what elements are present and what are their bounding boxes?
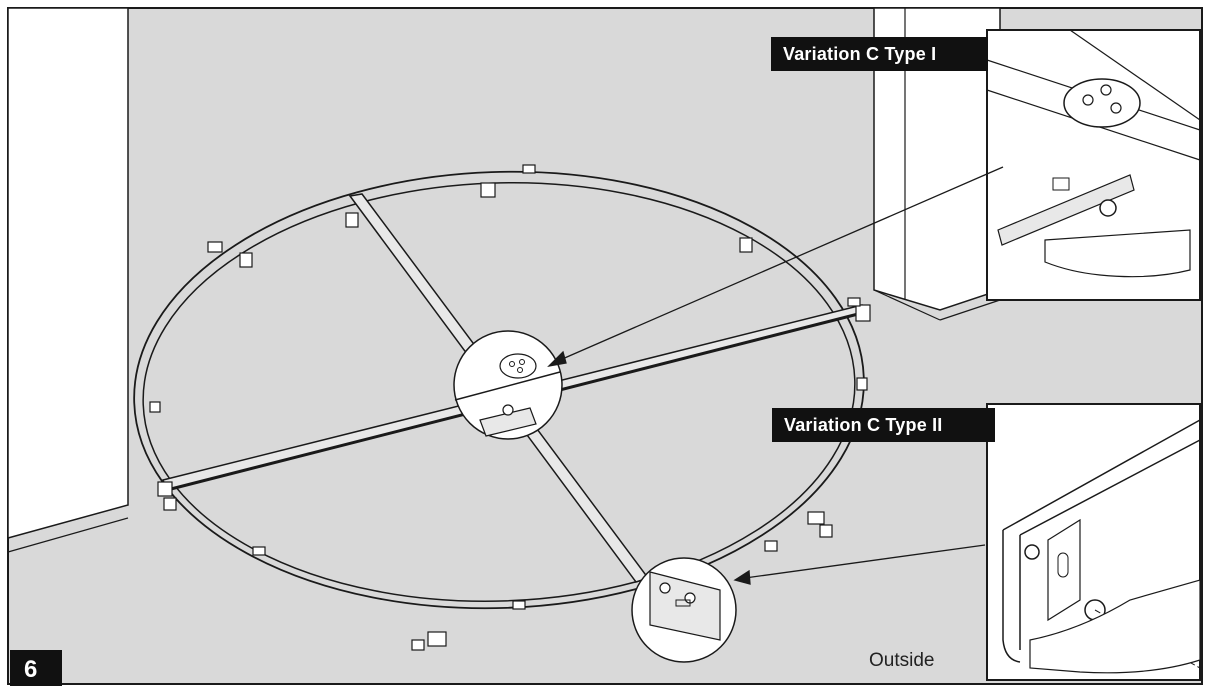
step-number: 6 [10, 650, 62, 686]
detail-box-type2 [986, 403, 1201, 681]
detail-box-type1 [986, 29, 1201, 301]
variation-c-type1-label: Variation C Type I [771, 37, 988, 71]
leader-arrows [547, 166, 1004, 585]
ring-brackets [149, 164, 871, 651]
center-detail-circle [453, 330, 563, 440]
variation-c-type2-label: Variation C Type II [772, 408, 995, 442]
lower-detail-circle [631, 557, 737, 663]
outside-label: Outside [869, 650, 935, 671]
left-wall [7, 7, 129, 539]
